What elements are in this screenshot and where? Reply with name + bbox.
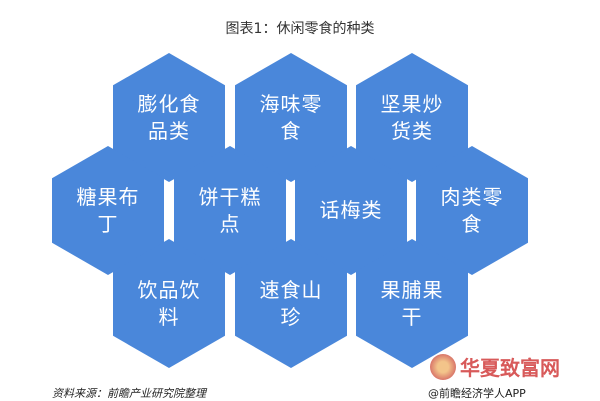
hexagon-label: 坚果炒货类 [380, 91, 444, 143]
hexagon-label: 话梅类 [319, 198, 383, 222]
hexagon-label: 膨化食品类 [137, 91, 201, 143]
hexagon-label: 糖果布丁 [76, 184, 140, 236]
diagram-title: 图表1：休闲零食的种类 [225, 21, 375, 37]
hexagon-drinks: 饮品饮料 [113, 239, 225, 368]
hexagon-label: 果脯果干 [380, 277, 444, 329]
hexagon-label: 速食山珍 [259, 277, 323, 329]
hexagon-label: 海味零食 [259, 91, 323, 143]
credit-note: @前瞻经济学人APP [428, 387, 526, 400]
hexagon-label: 饮品饮料 [137, 277, 201, 329]
source-note: 资料来源：前瞻产业研究院整理 [52, 387, 206, 400]
logo-icon [430, 353, 456, 380]
watermark-text: 华夏致富网 [460, 356, 560, 380]
hexagon-label: 肉类零食 [440, 184, 504, 236]
hexagon-label: 饼干糕点 [198, 184, 262, 236]
watermark-logo: 华夏致富网 [430, 352, 560, 381]
